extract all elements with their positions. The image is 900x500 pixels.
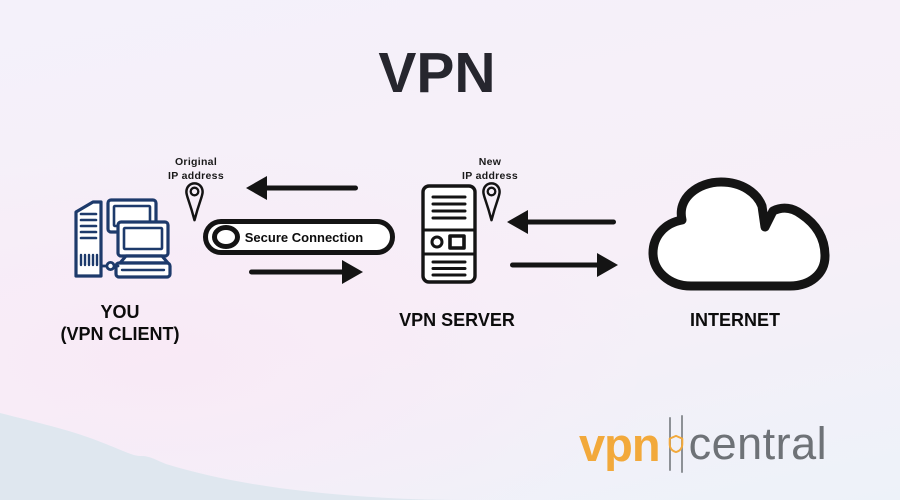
tunnel-label: Secure Connection bbox=[244, 229, 364, 245]
arrow-head bbox=[597, 253, 618, 277]
original-ip-label: Original IP address bbox=[168, 155, 224, 183]
arrow-server-to-internet bbox=[508, 252, 618, 278]
logo-central-text: central bbox=[688, 418, 828, 469]
mountain-silhouette bbox=[0, 413, 470, 500]
original-ip-line2: IP address bbox=[168, 170, 224, 182]
client-computer-icon bbox=[74, 198, 172, 279]
logo-vpn-text: vpn bbox=[579, 417, 661, 471]
logo-shield-icon bbox=[668, 434, 683, 454]
arrow-shaft bbox=[249, 269, 348, 275]
arrow-head bbox=[246, 176, 267, 200]
arrow-internet-to-server bbox=[507, 209, 618, 235]
server-tower-icon bbox=[421, 184, 477, 284]
location-pin-icon bbox=[482, 182, 501, 222]
server-label: VPN SERVER bbox=[399, 310, 515, 330]
client-label-line1: YOU bbox=[100, 302, 140, 322]
arrow-server-to-client bbox=[246, 175, 360, 201]
client-label: YOU (VPN CLIENT) bbox=[61, 301, 180, 345]
new-ip-label: New IP address bbox=[462, 155, 518, 183]
arrow-shaft bbox=[510, 262, 603, 268]
brand-logo: vpn central bbox=[579, 414, 827, 474]
client-label-line2: (VPN CLIENT) bbox=[60, 324, 180, 344]
new-ip-line1: New bbox=[478, 156, 502, 168]
arrow-client-to-server bbox=[247, 259, 363, 285]
new-ip-line2: IP address bbox=[462, 170, 518, 182]
logo-divider bbox=[664, 415, 688, 473]
secure-tunnel: Secure Connection bbox=[203, 219, 395, 255]
cloud-icon bbox=[648, 177, 830, 291]
arrow-head bbox=[342, 260, 363, 284]
internet-label: INTERNET bbox=[690, 310, 780, 330]
arrow-head bbox=[507, 210, 528, 234]
arrow-shaft bbox=[261, 185, 358, 191]
arrow-shaft bbox=[522, 219, 616, 225]
original-ip-line1: Original bbox=[174, 156, 218, 168]
location-pin-icon bbox=[185, 182, 204, 222]
page-title: VPN bbox=[378, 41, 496, 105]
tunnel-opening-icon bbox=[212, 225, 240, 249]
